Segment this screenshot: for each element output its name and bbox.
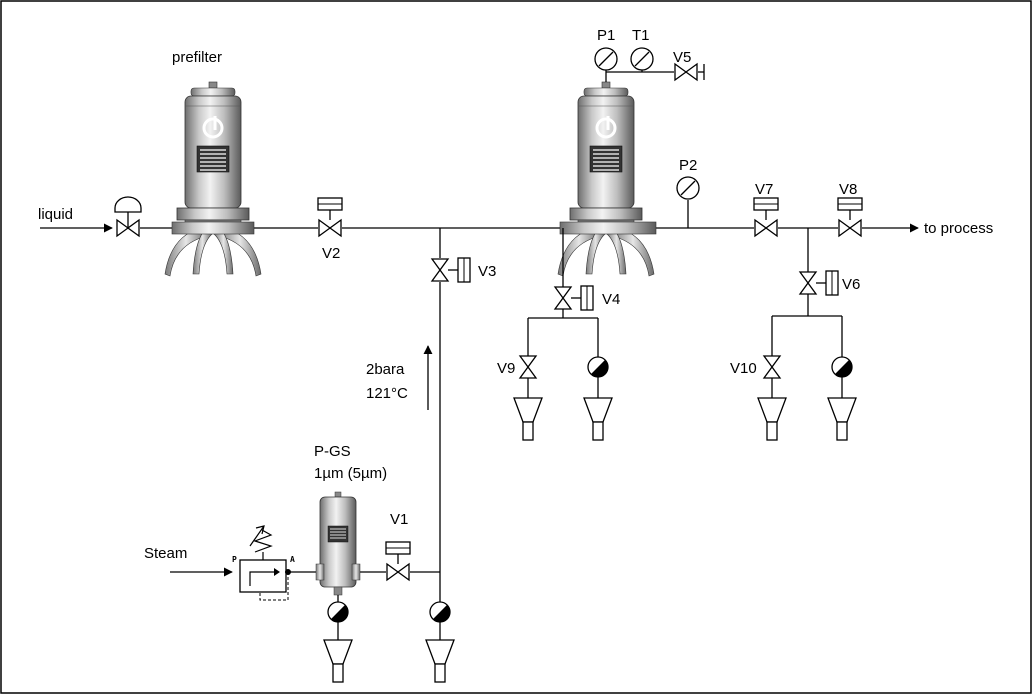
valve-v8-label: V8 [839,181,857,198]
prefilter-housing [163,80,263,278]
valve-v2-label: V2 [322,245,340,262]
steam-trap-v4-branch [587,356,609,378]
main-filter-housing [556,80,656,278]
drain-funnel-v10 [757,397,787,441]
pressure-gauge-p1 [594,47,618,71]
prefilter-label: prefilter [172,49,222,66]
pgs-rating-label: 1µm (5µm) [314,465,387,482]
top-instrument-line [605,64,705,82]
main-filter-manifold [559,221,657,235]
steam-label: Steam [144,545,187,562]
valve-v10-label: V10 [730,360,757,377]
drain-funnel-v4-trap [583,397,613,441]
prv-port-a: A [290,555,295,564]
valve-v8[interactable] [837,197,863,237]
valve-v5-label: V5 [673,49,691,66]
pressure-label: 2bara [366,361,405,378]
temperature-label: 121°C [366,385,408,402]
pgs-label: P-GS [314,443,351,460]
valve-v6[interactable] [799,270,839,296]
valve-v7[interactable] [753,197,779,237]
liquid-label: liquid [38,206,73,223]
valve-v5[interactable] [674,63,698,81]
steam-trap-riser [429,601,451,623]
drain-branch-v6 [771,228,843,398]
steam-trap-pgs [327,601,349,623]
pressure-reducing-valve: P A [232,525,295,601]
pgs-filter-housing [315,491,361,596]
drain-funnel-v9 [513,397,543,441]
valve-v4-label: V4 [602,291,620,308]
valve-v6-label: V6 [842,276,860,293]
drain-funnel-pgs [323,639,353,683]
prv-port-p: P [232,555,237,564]
valve-v9-label: V9 [497,360,515,377]
steam-trap-v6-branch [831,356,853,378]
valve-v9[interactable] [519,355,537,379]
valve-v3[interactable] [431,257,471,283]
drain-branch-v4 [527,228,599,398]
prefilter-manifold [171,221,255,235]
valve-v10[interactable] [763,355,781,379]
gauge-p2-label: P2 [679,157,697,174]
gauge-p1-label: P1 [597,27,615,44]
valve-v2[interactable] [317,197,343,237]
gauge-t1-label: T1 [632,27,650,44]
to-process-label: to process [924,220,993,237]
pressure-gauge-p2 [676,176,700,200]
valve-v1-label: V1 [390,511,408,528]
inlet-control-valve [114,196,142,237]
temperature-gauge-t1 [630,47,654,71]
drain-funnel-riser [425,639,455,683]
valve-v4[interactable] [554,285,594,311]
valve-v3-label: V3 [478,263,496,280]
valve-v1[interactable] [385,541,411,581]
valve-v7-label: V7 [755,181,773,198]
drain-funnel-v6-trap [827,397,857,441]
